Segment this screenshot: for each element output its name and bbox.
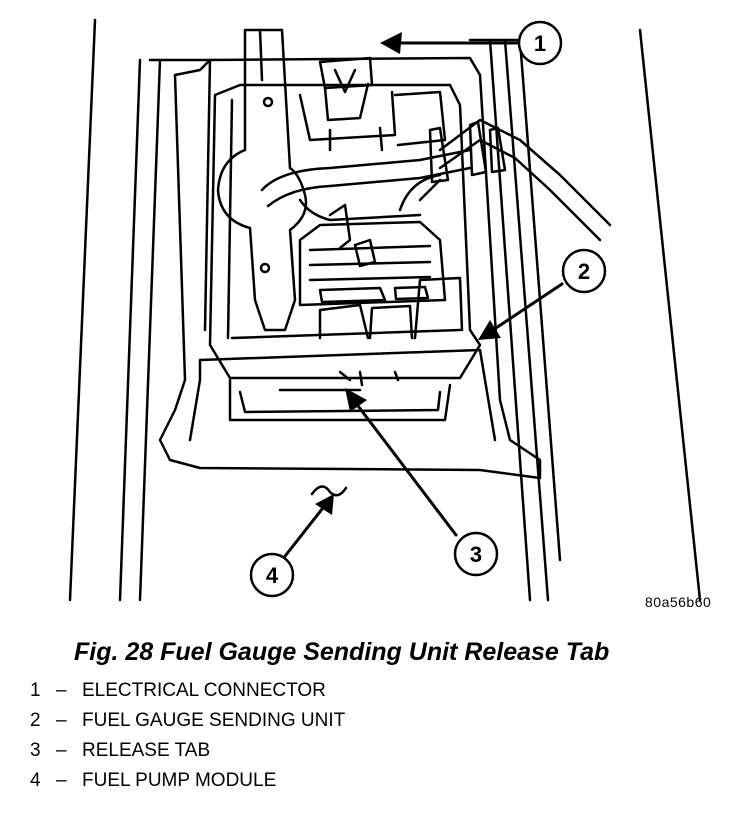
legend-number: 4 [30, 770, 41, 791]
callout-1: 1 [517, 20, 563, 66]
legend-number: 2 [30, 710, 41, 731]
leader-arrow-4 [280, 502, 328, 562]
exploded-illustration: 1 2 3 4 [68, 18, 702, 602]
arrowheads [315, 32, 501, 515]
legend-label: ELECTRICAL CONNECTOR [82, 680, 326, 701]
legend-separator: – [56, 710, 67, 731]
float-arm-bracket [216, 28, 308, 332]
legend-label: RELEASE TAB [82, 740, 211, 761]
legend-item: 4–FUEL PUMP MODULE [30, 766, 345, 796]
callout-1-number: 1 [534, 31, 546, 56]
figure-reference-code: 80a56b60 [645, 594, 712, 610]
legend-item: 1–ELECTRICAL CONNECTOR [30, 676, 345, 706]
arrowhead-4 [315, 494, 334, 515]
leader-arrows [280, 41, 564, 562]
arrowhead-1 [380, 32, 402, 54]
electrical-connector [298, 56, 447, 152]
wire-harness [260, 118, 612, 268]
callout-3-number: 3 [470, 542, 482, 567]
arrowhead-2 [478, 320, 501, 340]
fuel-pump-module [158, 56, 542, 480]
legend-separator: – [56, 680, 67, 701]
callout-2: 2 [561, 248, 607, 294]
legend-label: FUEL PUMP MODULE [82, 770, 277, 791]
arrowhead-3 [345, 388, 367, 412]
legend-separator: – [56, 740, 67, 761]
legend-number: 1 [30, 680, 41, 701]
legend-number: 3 [30, 740, 41, 761]
legend-separator: – [56, 770, 67, 791]
callout-3: 3 [453, 531, 499, 577]
leader-arrow-2 [488, 282, 564, 334]
callout-2-number: 2 [578, 259, 590, 284]
figure-caption: Fig. 28 Fuel Gauge Sending Unit Release … [74, 638, 610, 666]
tank-rails [68, 18, 702, 602]
legend-item: 2–FUEL GAUGE SENDING UNIT [30, 706, 345, 736]
legend-label: FUEL GAUGE SENDING UNIT [82, 710, 346, 731]
callout-legend: 1–ELECTRICAL CONNECTOR 2–FUEL GAUGE SEND… [30, 676, 345, 796]
callout-4-number: 4 [266, 563, 279, 588]
leader-arrow-3 [350, 396, 458, 537]
callout-4: 4 [249, 552, 295, 598]
legend-item: 3–RELEASE TAB [30, 736, 345, 766]
module-indicator-mark [310, 485, 348, 497]
